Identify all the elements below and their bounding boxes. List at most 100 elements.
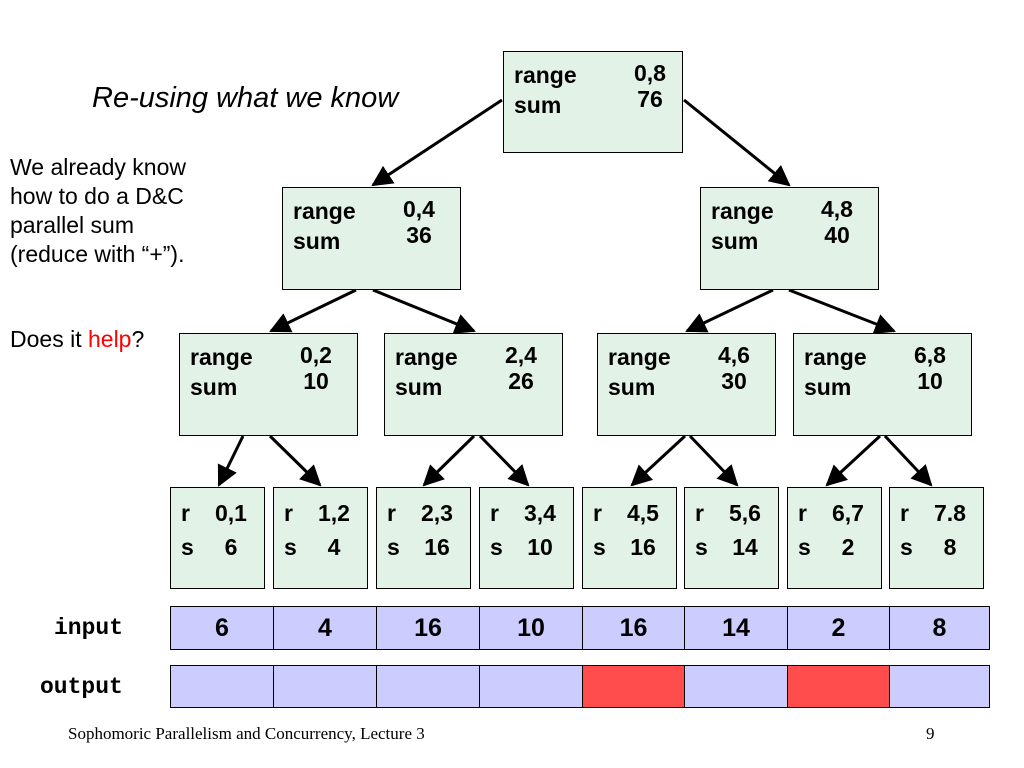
range-label: r bbox=[695, 500, 704, 526]
question-prefix: Does it bbox=[10, 326, 88, 352]
edge-l1a-right bbox=[372, 288, 476, 334]
sum-value: 10 bbox=[527, 534, 553, 560]
node-labels: range sum bbox=[293, 196, 356, 256]
range-label: range bbox=[804, 344, 867, 370]
question-text: Does it help? bbox=[10, 326, 144, 353]
output-label: output bbox=[40, 674, 123, 700]
range-value: 0,1 bbox=[215, 500, 247, 526]
range-label: r bbox=[387, 500, 396, 526]
sum-label: s bbox=[181, 534, 194, 560]
edge-l2d-right bbox=[883, 434, 933, 487]
input-cell: 16 bbox=[582, 606, 685, 650]
range-label: r bbox=[181, 500, 190, 526]
output-cell bbox=[684, 665, 788, 708]
range-value: 3,4 bbox=[524, 500, 556, 526]
range-value: 7.8 bbox=[934, 500, 966, 526]
sum-label: s bbox=[900, 534, 913, 560]
range-label: r bbox=[284, 500, 293, 526]
sum-value: 2 bbox=[841, 534, 855, 560]
input-cell: 10 bbox=[479, 606, 583, 650]
edge-l1b-right bbox=[788, 288, 896, 334]
input-cell: 4 bbox=[273, 606, 377, 650]
edge-l2a-right bbox=[268, 434, 322, 487]
sum-value: 10 bbox=[917, 368, 943, 394]
range-label: range bbox=[190, 344, 253, 370]
sum-value: 8 bbox=[943, 534, 957, 560]
range-value: 6,8 bbox=[914, 342, 946, 368]
input-cell: 16 bbox=[376, 606, 480, 650]
intro-line: how to do a D&C bbox=[10, 183, 184, 209]
sum-label: s bbox=[695, 534, 708, 560]
sum-value: 26 bbox=[508, 368, 534, 394]
range-label: r bbox=[900, 500, 909, 526]
edge-root-left bbox=[371, 98, 503, 187]
sum-value: 14 bbox=[732, 534, 758, 560]
page-number: 9 bbox=[926, 724, 935, 743]
sum-label: sum bbox=[608, 374, 656, 400]
sum-label: sum bbox=[395, 374, 443, 400]
sum-value: 16 bbox=[630, 534, 656, 560]
edge-l2b-right bbox=[478, 434, 530, 487]
range-value: 0,4 bbox=[403, 196, 435, 222]
sum-value: 76 bbox=[637, 86, 663, 112]
sum-label: sum bbox=[514, 92, 562, 118]
range-value: 0,2 bbox=[300, 342, 332, 368]
edge-l2c-right bbox=[688, 434, 739, 487]
range-label: range bbox=[293, 198, 356, 224]
sum-label: s bbox=[593, 534, 606, 560]
range-label: range bbox=[395, 344, 458, 370]
range-label: range bbox=[514, 62, 577, 88]
input-cell: 6 bbox=[170, 606, 274, 650]
range-value: 6,7 bbox=[832, 500, 864, 526]
output-cell bbox=[479, 665, 583, 708]
range-label: r bbox=[798, 500, 807, 526]
input-cell: 14 bbox=[684, 606, 788, 650]
input-cell: 8 bbox=[889, 606, 990, 650]
input-cell: 2 bbox=[787, 606, 890, 650]
sum-label: sum bbox=[190, 374, 238, 400]
output-cell bbox=[376, 665, 480, 708]
output-cell bbox=[787, 665, 890, 708]
intro-line: parallel sum bbox=[10, 212, 134, 238]
node-labels: range sum bbox=[190, 342, 253, 402]
sum-label: sum bbox=[293, 228, 341, 254]
sum-value: 4 bbox=[327, 534, 341, 560]
range-value: 4,8 bbox=[821, 196, 853, 222]
range-label: r bbox=[490, 500, 499, 526]
output-cell bbox=[170, 665, 274, 708]
range-label: range bbox=[711, 198, 774, 224]
node-labels: range sum bbox=[711, 196, 774, 256]
output-cell bbox=[273, 665, 377, 708]
intro-line: We already know bbox=[10, 154, 186, 180]
sum-label: s bbox=[284, 534, 297, 560]
sum-label: sum bbox=[711, 228, 759, 254]
edge-l1b-left bbox=[685, 288, 774, 333]
edge-l2a-left bbox=[217, 435, 245, 487]
sum-value: 6 bbox=[224, 534, 238, 560]
range-value: 4,6 bbox=[718, 342, 750, 368]
output-cell bbox=[582, 665, 685, 708]
output-cell bbox=[889, 665, 990, 708]
